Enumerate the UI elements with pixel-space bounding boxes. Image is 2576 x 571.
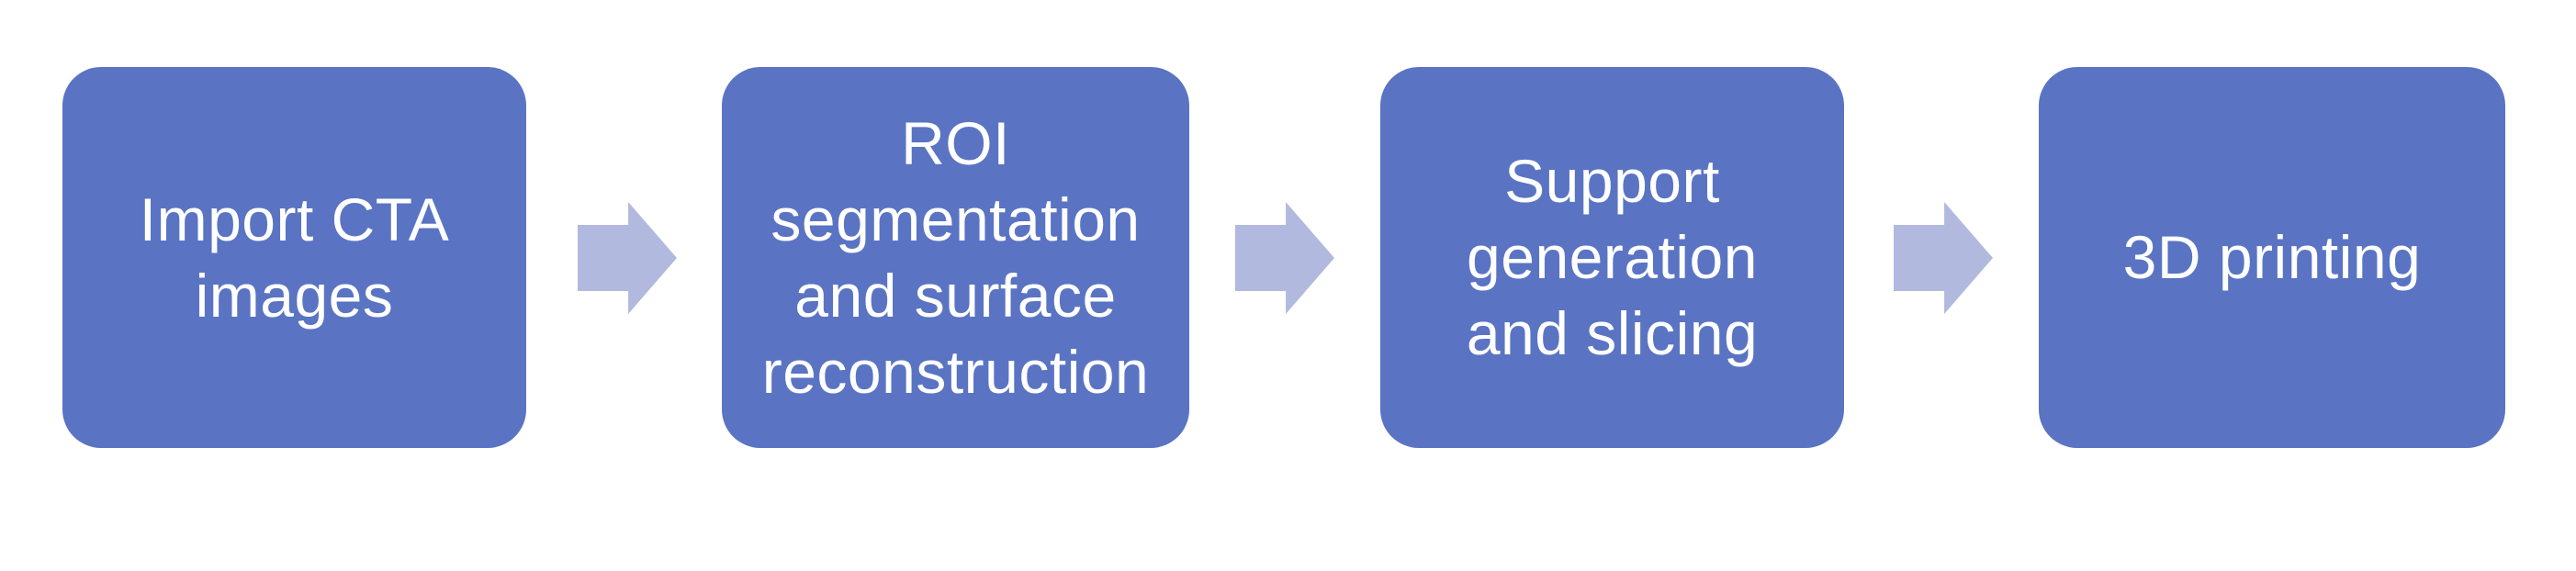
right-arrow-icon [578, 202, 677, 314]
flow-step-support-generation: Support generation and slicing [1380, 67, 1844, 448]
flow-step-roi-segmentation: ROI segmentation and surface reconstruct… [722, 67, 1189, 448]
right-arrow-icon [1894, 202, 1993, 314]
flow-step-label: 3D printing [2122, 223, 2422, 291]
flow-step-label: Support generation and slicing [1466, 147, 1759, 367]
right-arrow-icon [1235, 202, 1334, 314]
flow-step-label: ROI segmentation and surface reconstruct… [761, 108, 1150, 406]
flow-step-3d-printing: 3D printing [2039, 67, 2505, 448]
flow-step-label: Import CTA images [139, 185, 450, 330]
flow-step-import-cta-images: Import CTA images [62, 67, 526, 448]
